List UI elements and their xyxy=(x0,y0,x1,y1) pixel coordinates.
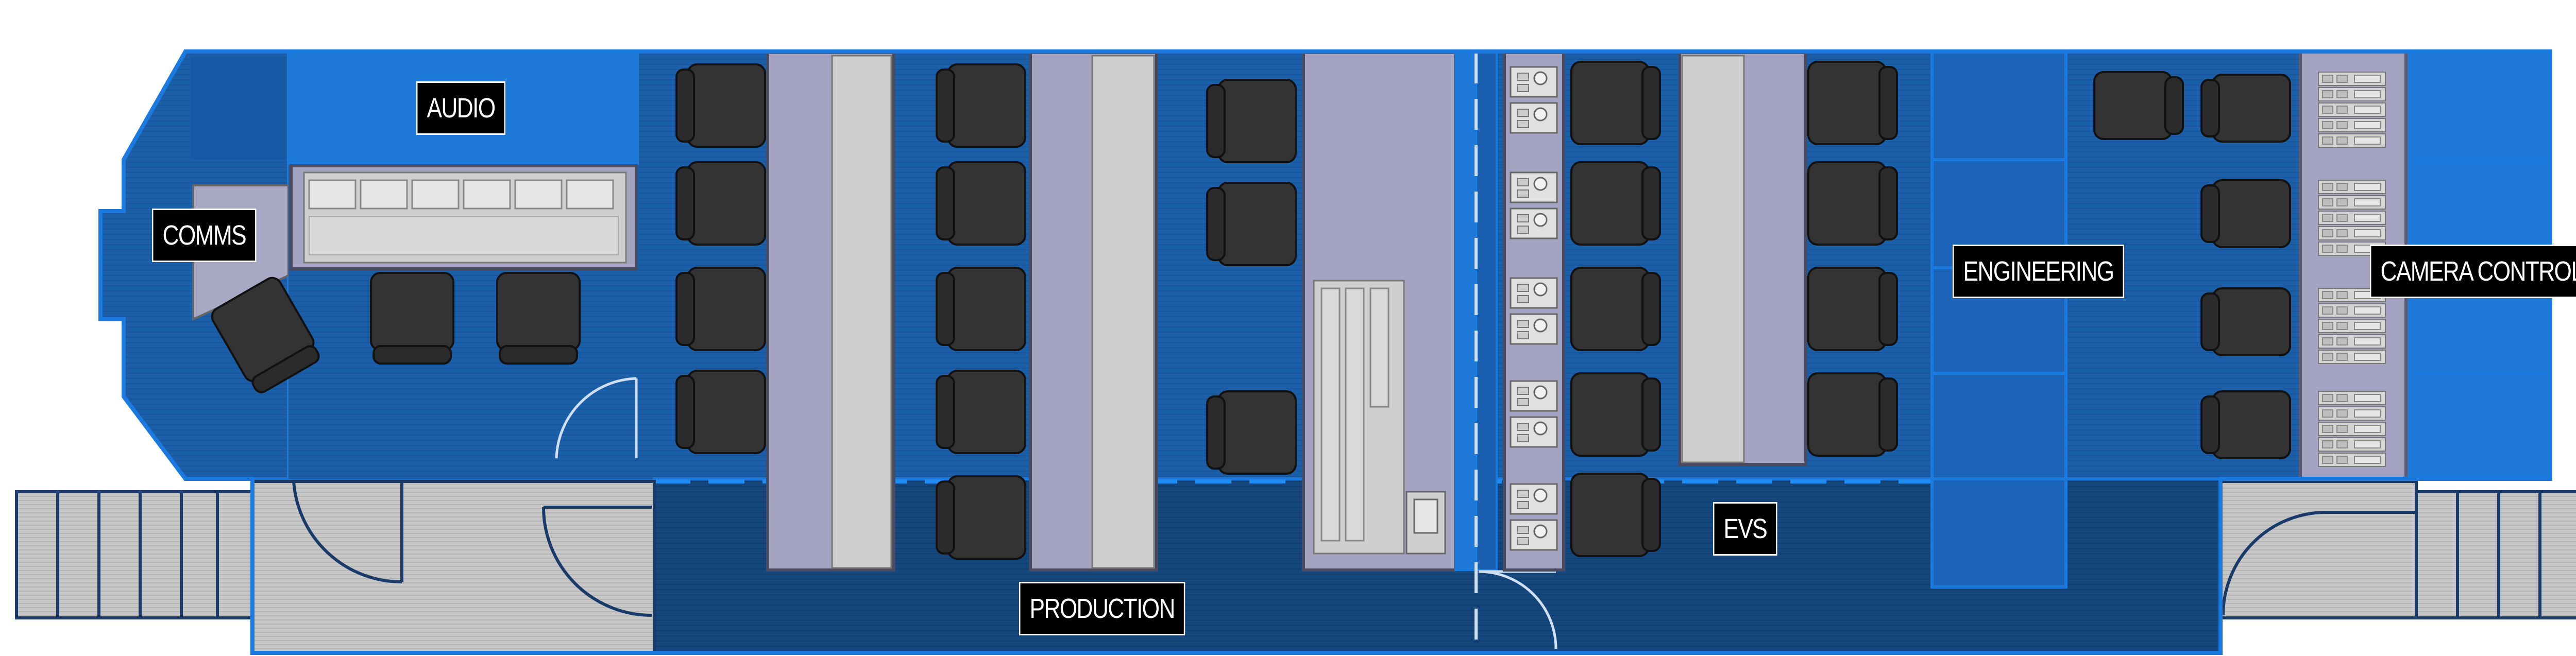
chair-icon xyxy=(1206,390,1297,475)
chair-icon xyxy=(2200,74,2291,143)
audio-console xyxy=(290,164,638,270)
entry-annex-right xyxy=(2219,480,2418,619)
chair-icon xyxy=(1206,79,1297,163)
chair-icon xyxy=(1570,473,1661,557)
ccu-unit xyxy=(2318,334,2386,349)
ccu-unit xyxy=(2318,437,2386,452)
ccu-unit xyxy=(2318,102,2386,117)
ccu-unit xyxy=(2318,133,2386,148)
ccu-unit xyxy=(2318,118,2386,132)
rack-bay xyxy=(1302,51,1557,653)
control-panel xyxy=(1510,208,1558,239)
ccu-unit xyxy=(2318,226,2386,240)
entry-annex-left xyxy=(251,377,656,654)
control-panel xyxy=(1510,102,1558,134)
chair-icon xyxy=(675,63,766,148)
chair-icon xyxy=(1570,161,1661,246)
ccu-unit xyxy=(2318,422,2386,436)
left-steps xyxy=(15,490,255,619)
chair-icon xyxy=(1570,372,1661,457)
chair-icon xyxy=(936,267,1026,351)
chair-icon xyxy=(1807,161,1898,246)
area-label-evs: EVS xyxy=(1713,502,1777,556)
area-label-comms: COMMS xyxy=(152,209,257,262)
control-panel xyxy=(1510,380,1558,412)
chair-icon xyxy=(675,370,766,454)
area-label-production: PRODUCTION xyxy=(1019,582,1185,635)
chair-icon xyxy=(675,267,766,351)
ccu-unit xyxy=(2318,453,2386,467)
chair-icon xyxy=(2200,390,2291,459)
chair-icon xyxy=(2200,179,2291,248)
chair-icon xyxy=(1807,372,1898,457)
control-panel xyxy=(1510,277,1558,309)
control-panel xyxy=(1510,483,1558,515)
chair-icon xyxy=(936,63,1026,148)
ccu-unit xyxy=(2318,319,2386,333)
chair-icon xyxy=(1807,267,1898,351)
chair-icon xyxy=(2200,287,2291,356)
chair-icon xyxy=(1807,61,1898,145)
area-label-engineering: ENGINEERING xyxy=(1953,245,2124,298)
ccu-unit xyxy=(2318,72,2386,86)
area-label-camera-control: CAMERA CONTROL xyxy=(2370,245,2576,298)
chair-icon xyxy=(496,272,581,365)
chair-icon xyxy=(211,277,320,393)
seating xyxy=(211,61,2291,560)
production-desks xyxy=(766,51,1158,572)
control-panel xyxy=(1510,66,1558,98)
chair-icon xyxy=(1206,182,1297,266)
control-panel xyxy=(1510,519,1558,551)
ccu-racks xyxy=(2318,72,2386,467)
ccu-unit xyxy=(2318,406,2386,421)
control-panel xyxy=(1510,313,1558,345)
area-label-audio: AUDIO xyxy=(416,81,506,135)
chair-icon xyxy=(675,161,766,246)
right-steps xyxy=(2415,490,2576,619)
evs-control-panels xyxy=(1510,66,1558,551)
ccu-unit xyxy=(2318,303,2386,318)
control-panel xyxy=(1510,416,1558,448)
chair-icon xyxy=(1570,61,1661,145)
chair-icon xyxy=(370,272,454,365)
ccu-unit xyxy=(2318,195,2386,210)
ccu-unit xyxy=(2318,87,2386,101)
chair-icon xyxy=(936,161,1026,246)
ccu-unit xyxy=(2318,211,2386,225)
chair-icon xyxy=(2093,71,2184,140)
control-panel xyxy=(1510,171,1558,203)
chair-icon xyxy=(1570,267,1661,351)
ccu-unit xyxy=(2318,350,2386,364)
ccu-unit xyxy=(2318,180,2386,194)
ccu-unit xyxy=(2318,391,2386,405)
chair-icon xyxy=(936,475,1026,560)
chair-icon xyxy=(936,370,1026,454)
evs-desk xyxy=(1678,51,1807,466)
